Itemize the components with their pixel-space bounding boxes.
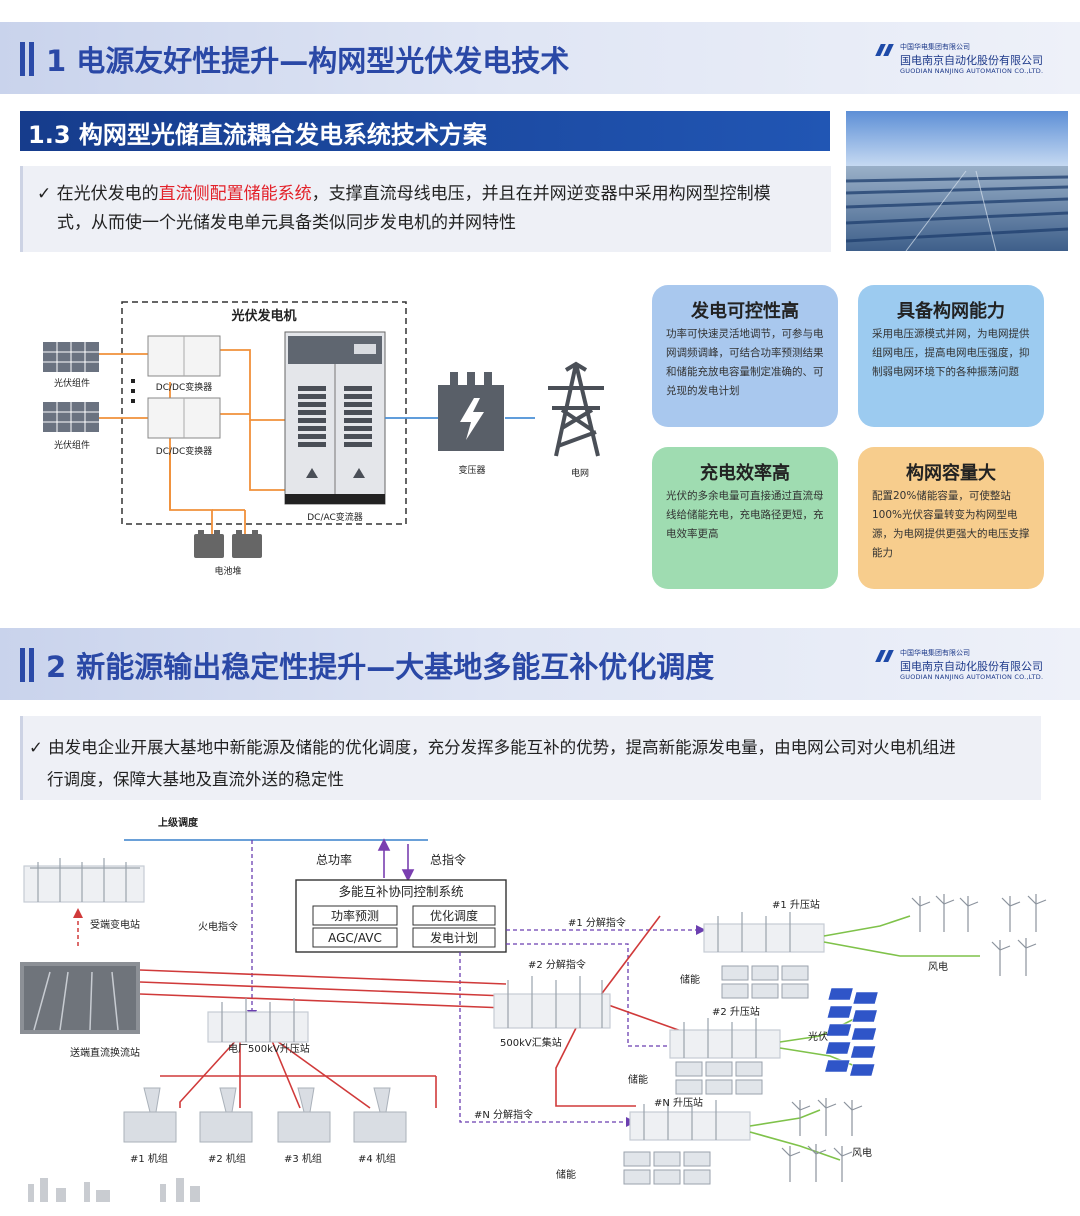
company-logo-2: 中国华电集团有限公司 国电南京自动化股份有限公司 GUODIAN NANJING… [874,646,1054,688]
step-up-1-label: #1 升压站 [772,898,820,911]
upper-dispatch-label: 上级调度 [158,816,199,829]
dcdc-converter-icon [147,397,221,439]
skyline-decoration [28,1178,200,1202]
transformer-label: 变压器 [458,464,485,476]
step-up-station-icon [629,1100,751,1141]
company-logo-1: 中国华电集团有限公司 国电南京自动化股份有限公司 GUODIAN NANJING… [874,40,1054,82]
bullet-line-1: ✓ 在光伏发电的直流侧配置储能系统，支撑直流母线电压，并且在并网逆变器中采用构网… [37,184,771,204]
storage-block-icon [721,965,809,999]
bullet2-line-2: 行调度，保障大基地及直流外送的稳定性 [47,770,344,789]
grid-label: 电网 [571,467,589,479]
unit-4-label: #4 机组 [358,1152,396,1165]
sending-station-label: 送端直流换流站 [70,1046,140,1059]
step-up-n-label: #N 升压站 [654,1096,703,1109]
collector-label: 500kV汇集站 [500,1036,562,1049]
converter-station-photo [20,962,140,1034]
wind-2-label: 风电 [852,1146,872,1159]
agc-avc-button[interactable] [312,927,398,948]
unit-3-label: #3 机组 [284,1152,322,1165]
step-up-station-icon [703,912,825,953]
subsection-title: 1.3 构网型光储直流耦合发电系统技术方案 [28,121,487,149]
pv-module-label-1: 光伏组件 [54,377,90,389]
wind-turbine-icon [911,894,1047,976]
plant-substation-label: 电厂500kV升压站 [228,1042,310,1055]
header-title-2: 2 新能源输出稳定性提升—大基地多能互补优化调度 [46,650,715,684]
unit-1-label: #1 机组 [130,1152,168,1165]
dcdc-converter-icon [147,335,221,377]
dispatch-diagram: 上级调度 总功率 总指令 多能互补协同控制系统 功率预测 优化调度 AGC/AV… [0,806,1080,1212]
optimize-dispatch-button[interactable] [412,905,496,926]
pv-module-icon [43,402,99,432]
subsection-title-bar: 1.3 构网型光储直流耦合发电系统技术方案 [20,111,830,151]
svg-text:AGC/AVC: AGC/AVC [328,931,382,945]
header-title-1: 1 电源友好性提升—构网型光伏发电技术 [46,44,570,78]
description-box-1: ✓ 在光伏发电的直流侧配置储能系统，支撑直流母线电压，并且在并网逆变器中采用构网… [20,166,831,252]
total-power-label: 总功率 [316,852,352,867]
thermal-unit-icon [123,1087,407,1143]
feature-card-controllability: 发电可控性高 功率可快速灵活地调节，可参与电网调频调峰，可结合功率预测结果和储能… [652,285,838,427]
step-up-2-label: #2 升压站 [712,1005,760,1018]
storage-3-label: 储能 [556,1168,576,1181]
pv-storage-diagram: 光伏发电机 光伏组件 光伏组件 DC/DC变换 [0,290,640,590]
feature-card-capacity: 构网容量大 配置20%储能容量，可使整站100%光伏容量转变为构网型电源，为电网… [858,447,1044,589]
receiving-substation-label: 受端变电站 [90,918,140,931]
pv-generator-boundary [121,301,407,525]
storage-2-label: 储能 [628,1073,648,1086]
battery-icon [194,530,262,558]
pv-generator-title: 光伏发电机 [230,308,296,324]
thermal-command-label: 火电指令 [198,920,238,933]
dcdc-label-2: DC/DC变换器 [156,445,212,457]
power-tower-icon [548,361,604,457]
feature-card-charging-efficiency: 充电效率高 光伏的多余电量可直接通过直流母线给储能充电，充电路径更短，充电效率更… [652,447,838,589]
receiving-substation-icon [23,858,145,903]
pv-module-icon [43,342,99,372]
pv-panel-icon [824,987,879,1077]
command-n-label: #N 分解指令 [474,1108,533,1121]
control-system-title: 多能互补协同控制系统 [338,884,463,899]
step-up-station-icon [669,1018,781,1059]
power-forecast-button[interactable] [312,905,398,926]
wind-turbine-icon [781,1098,863,1182]
section-header-1: 1 电源友好性提升—构网型光伏发电技术 中国华电集团有限公司 国电南京自动化股份… [0,22,1080,94]
logo-mark-icon [874,44,896,56]
dcac-cabinet-icon [284,331,386,505]
battery-label: 电池堆 [214,565,241,577]
transformer-icon [438,372,504,451]
command-1-label: #1 分解指令 [568,916,626,929]
pv-label: 光伏 [808,1030,828,1043]
unit-2-label: #2 机组 [208,1152,246,1165]
bullet2-line-1: ✓ 由发电企业开展大基地中新能源及储能的优化调度，充分发挥多能互补的优势，提高新… [29,738,956,757]
wind-1-label: 风电 [928,960,948,973]
command-2-label: #2 分解指令 [528,958,586,971]
dcdc-label-1: DC/DC变换器 [156,381,212,393]
storage-1-label: 储能 [680,973,700,986]
description-box-2: ✓ 由发电企业开展大基地中新能源及储能的优化调度，充分发挥多能互补的优势，提高新… [20,716,1041,800]
svg-text:优化调度: 优化调度 [430,908,478,923]
generation-plan-button[interactable] [412,927,496,948]
feature-card-grid-forming: 具备构网能力 采用电压源模式并网，为电网提供组网电压，提高电网电压强度，抑制弱电… [858,285,1044,427]
storage-block-icon [623,1151,711,1185]
dcac-label: DC/AC变流器 [307,511,363,523]
section-header-2: 2 新能源输出稳定性提升—大基地多能互补优化调度 中国华电集团有限公司 国电南京… [0,628,1080,700]
pv-module-label-2: 光伏组件 [54,439,90,451]
svg-text:发电计划: 发电计划 [430,930,478,945]
logo-mark-icon [874,650,896,662]
bullet-line-2: 式，从而使一个光储发电单元具备类似同步发电机的并网特性 [57,213,516,233]
header-bars-icon [20,648,38,682]
total-command-label: 总指令 [430,852,466,867]
plant-substation-icon [207,998,309,1043]
svg-text:功率预测: 功率预测 [331,908,379,923]
storage-block-icon [675,1061,763,1095]
solar-farm-photo [846,111,1068,251]
header-bars-icon [20,42,38,76]
collector-substation-icon [493,976,611,1029]
highlight-text: 直流侧配置储能系统 [158,184,312,204]
